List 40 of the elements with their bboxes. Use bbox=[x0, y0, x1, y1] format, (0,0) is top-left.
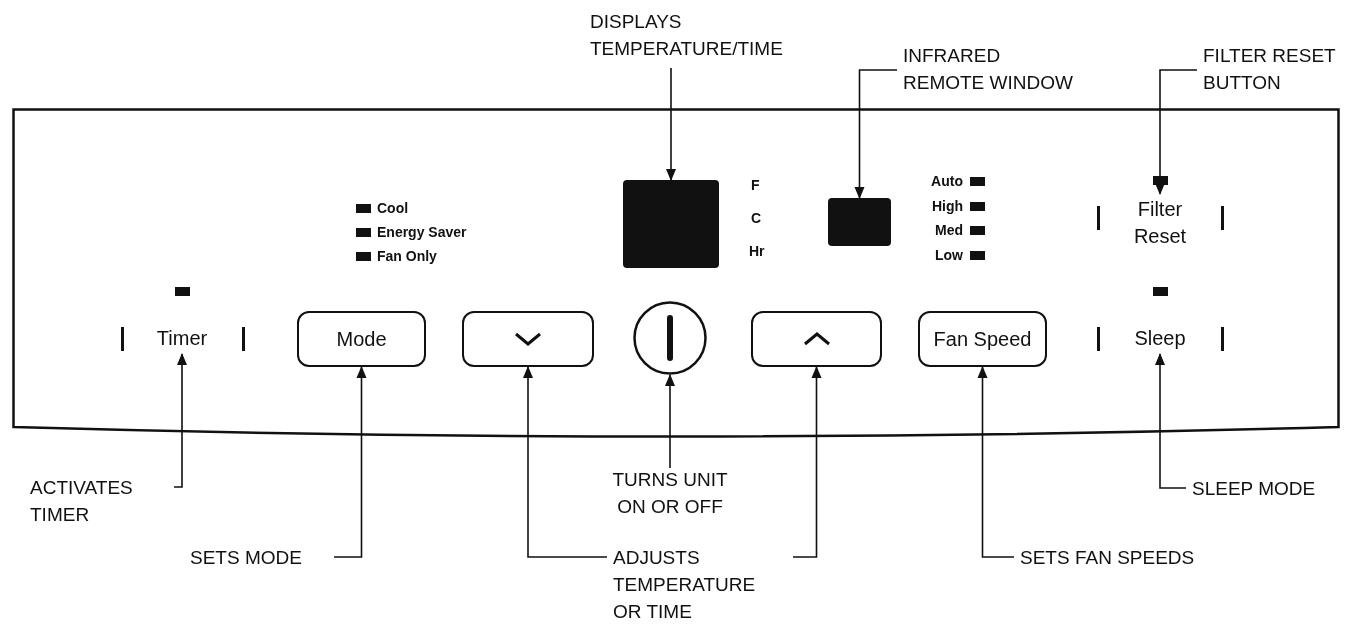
callout-text: ADJUSTS TEMPERATURE OR TIME bbox=[613, 544, 789, 628]
indicator-label: Med bbox=[935, 222, 963, 238]
callout-text: SETS MODE bbox=[190, 544, 330, 572]
control-panel bbox=[12, 108, 1340, 438]
indicator-label: C bbox=[751, 210, 762, 226]
callout-text: INFRARED REMOTE WINDOW bbox=[903, 42, 1133, 100]
power-button bbox=[633, 301, 707, 375]
indicator-label: Auto bbox=[931, 173, 963, 189]
indicator-label: Low bbox=[935, 247, 963, 263]
leader-arrow bbox=[666, 67, 676, 181]
sleep-label: Sleep bbox=[1126, 322, 1194, 354]
timer-label: Timer bbox=[148, 322, 216, 354]
leader-arrow bbox=[523, 366, 608, 558]
filter-reset-label: Filter Reset bbox=[1115, 194, 1205, 252]
callout-text: FILTER RESET BUTTON bbox=[1203, 42, 1348, 100]
leader-arrow bbox=[173, 353, 187, 488]
indicator-label: Fan Only bbox=[377, 248, 437, 264]
fan-speed-button: Fan Speed bbox=[918, 311, 1047, 367]
leader-arrow bbox=[333, 366, 367, 558]
leader-arrow bbox=[854, 69, 898, 199]
display-screen bbox=[623, 180, 719, 268]
mode-button: Mode bbox=[297, 311, 426, 367]
infrared-window bbox=[828, 198, 891, 246]
callout-text: TURNS UNIT ON OR OFF bbox=[582, 466, 758, 522]
indicator-label: Cool bbox=[377, 200, 409, 216]
indicator-label: Hr bbox=[749, 243, 765, 259]
leader-arrow bbox=[792, 366, 822, 558]
leader-arrow bbox=[665, 374, 675, 469]
down-button bbox=[462, 311, 594, 367]
callout-text: ACTIVATES TIMER bbox=[30, 474, 170, 530]
indicator-label: F bbox=[751, 177, 760, 193]
indicator-label: High bbox=[931, 198, 963, 214]
up-button bbox=[751, 311, 882, 367]
leader-arrow bbox=[1155, 353, 1187, 489]
callout-text: SLEEP MODE bbox=[1192, 475, 1342, 503]
callout-text: DISPLAYS TEMPERATURE/TIME bbox=[590, 8, 840, 66]
leader-arrow bbox=[1155, 69, 1198, 195]
indicator-label: Energy Saver bbox=[377, 224, 467, 240]
leader-arrow bbox=[977, 366, 1015, 558]
callout-text: SETS FAN SPEEDS bbox=[1020, 544, 1230, 572]
